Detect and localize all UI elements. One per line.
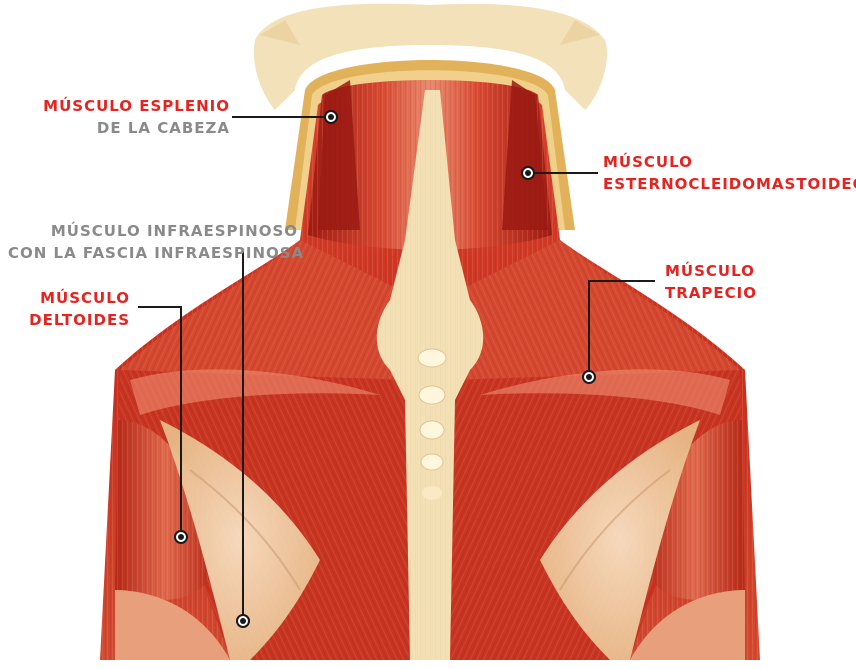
label-esplenio: MÚSCULO ESPLENIO DE LA CABEZA [20,95,230,139]
label-deltoides: MÚSCULO DELTOIDES [20,287,130,331]
label-esternocleidomastoideo-line1: MÚSCULO [603,151,856,173]
label-esplenio-line2: DE LA CABEZA [20,117,230,139]
label-trapecio: MÚSCULO TRAPECIO [665,260,757,304]
label-infraespinoso-line2: CON LA FASCIA INFRAESPINOSA [8,242,298,264]
label-infraespinoso-line1: MÚSCULO INFRAESPINOSO [8,220,298,242]
label-esplenio-line1: MÚSCULO ESPLENIO [20,95,230,117]
label-deltoides-line1: MÚSCULO [20,287,130,309]
label-infraespinoso: MÚSCULO INFRAESPINOSO CON LA FASCIA INFR… [8,220,298,264]
label-trapecio-line1: MÚSCULO [665,260,757,282]
label-deltoides-line2: DELTOIDES [20,309,130,331]
label-esternocleidomastoideo-line2: ESTERNOCLEIDOMASTOIDEO [603,173,856,195]
label-trapecio-line2: TRAPECIO [665,282,757,304]
label-esternocleidomastoideo: MÚSCULO ESTERNOCLEIDOMASTOIDEO [603,151,856,195]
